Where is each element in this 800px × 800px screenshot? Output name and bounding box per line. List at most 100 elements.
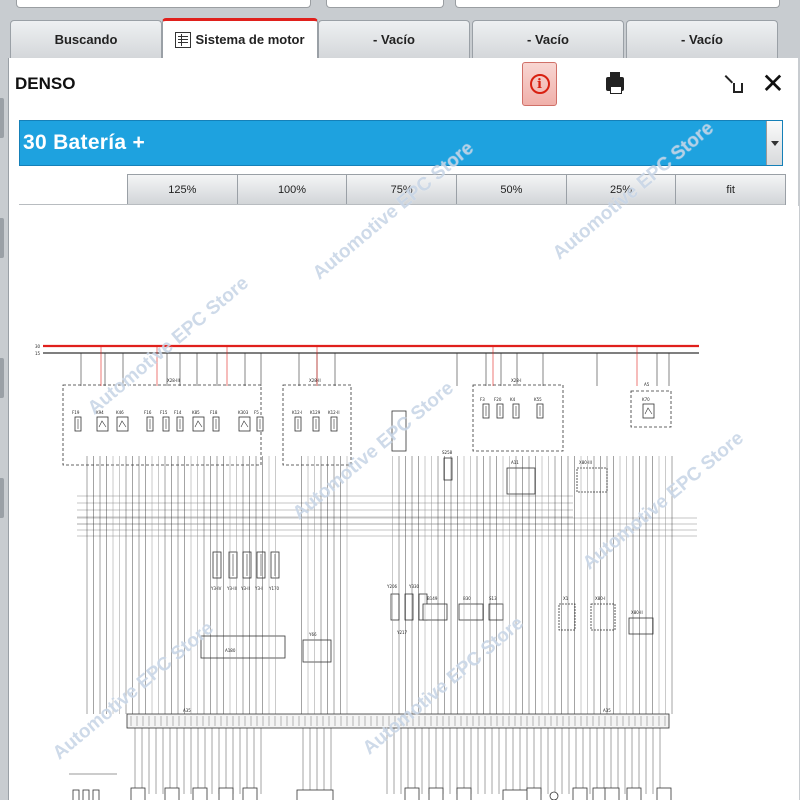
component-label: X80-III	[579, 460, 592, 465]
resistor-symbol	[92, 789, 100, 800]
connector-symbol	[558, 603, 576, 631]
relay-label: K85	[192, 410, 200, 415]
sensor-symbol	[164, 787, 180, 800]
zoom-50-button[interactable]: 50%	[456, 174, 567, 205]
fuse-label: F16	[144, 410, 152, 415]
top-field-left[interactable]	[16, 0, 311, 8]
zoom-100-button[interactable]: 100%	[236, 174, 348, 205]
fuse-label: F19	[72, 410, 80, 415]
chevron-down-icon[interactable]	[766, 121, 782, 165]
sensor-symbol	[422, 603, 448, 621]
connector-group	[472, 384, 564, 452]
left-sidebar	[0, 58, 8, 800]
printer-icon	[606, 72, 624, 94]
circuit-select[interactable]: 30 Batería +	[19, 120, 783, 166]
connector-group	[282, 384, 352, 466]
connector-group-label: A5	[644, 382, 650, 387]
injector-label: Y3-I	[254, 586, 263, 591]
sensor-symbol	[456, 787, 472, 800]
connector-group	[630, 390, 672, 428]
fuse-label: K129	[310, 410, 321, 415]
relay-label: K94	[96, 410, 104, 415]
switch-symbol	[391, 410, 407, 452]
print-button[interactable]	[603, 72, 627, 96]
fuse-label: K4	[510, 397, 516, 402]
sidebar-handle[interactable]	[0, 98, 4, 138]
zoom-fit-button[interactable]: fit	[675, 174, 787, 205]
info-icon: i	[529, 74, 550, 94]
fuse-label: F5	[254, 410, 259, 415]
fuse-label: K12-II	[328, 410, 340, 415]
connector-group-label: X28-III	[167, 378, 180, 383]
top-field-right[interactable]	[455, 0, 780, 8]
component-label: X80-II	[631, 610, 643, 615]
component-label: Y66	[308, 632, 317, 637]
tab-label: - Vacío	[373, 32, 415, 47]
zoom-75-button[interactable]: 75%	[346, 174, 458, 205]
circuit-select-value: 30 Batería +	[23, 131, 146, 154]
relay-symbol	[116, 416, 129, 432]
component-label: A11	[511, 460, 519, 465]
sidebar-handle[interactable]	[0, 218, 4, 258]
sensor-symbol	[488, 603, 504, 621]
connector-group-label: X28-I	[511, 378, 521, 383]
sensor-symbol	[404, 593, 414, 621]
sensor-symbol	[130, 787, 146, 800]
zoom-25-button[interactable]: 25%	[565, 174, 677, 205]
top-field-middle[interactable]	[326, 0, 444, 8]
tab-label: - Vacío	[527, 32, 569, 47]
injector-label: Y170	[268, 586, 280, 591]
connector-symbol	[628, 617, 654, 635]
module-box	[302, 639, 332, 663]
injector-label: Y3-IV	[210, 586, 222, 591]
tab-label: Buscando	[54, 32, 118, 47]
info-button[interactable]: i	[522, 62, 557, 106]
wiring-diagram-icon	[175, 31, 192, 48]
relay-label: K303	[238, 410, 249, 415]
zoom-125-button[interactable]: 125%	[127, 174, 238, 205]
sensor-symbol	[242, 787, 258, 800]
top-strip	[0, 0, 800, 14]
component-label: A180	[225, 648, 236, 653]
connector-symbol	[590, 603, 616, 631]
component-label: Y206	[386, 584, 398, 589]
tab-bar: Buscando Sistema de motor - Vacío - Vací…	[0, 18, 800, 58]
restore-window-icon	[724, 75, 744, 93]
component-label: S13	[489, 596, 497, 601]
zoom-toolbar: 125% 100% 75% 50% 25% fit	[127, 174, 787, 205]
sidebar-handle[interactable]	[0, 478, 4, 518]
tab-sistema-de-motor[interactable]: Sistema de motor	[162, 18, 318, 58]
relay-label: K70	[642, 397, 650, 402]
component-label: Y217	[396, 630, 408, 635]
generator-symbol	[549, 791, 559, 800]
ecu-connector	[126, 713, 670, 729]
component-label: Y330	[408, 584, 420, 589]
rail-label: 15	[35, 351, 41, 356]
rail-label: 30	[35, 344, 41, 349]
sensor-symbol	[604, 787, 620, 800]
relay-symbol	[642, 403, 655, 419]
relay-symbol	[96, 416, 109, 432]
injector-label: Y3-III	[226, 586, 237, 591]
relay-symbol	[192, 416, 205, 432]
resistor-symbol	[82, 789, 90, 800]
tab-vacio-2[interactable]: - Vacío	[472, 20, 624, 58]
sensor-symbol	[390, 593, 400, 621]
injector-label: Y3-II	[240, 586, 250, 591]
connector-group-label: X28-II	[309, 378, 321, 383]
relay-coil	[644, 407, 653, 415]
sidebar-handle[interactable]	[0, 358, 4, 398]
fuse-label: F3	[480, 397, 485, 402]
diagram-panel: DENSO i ✕ 30 Batería + 125% 100% 75% 50%…	[8, 58, 799, 800]
tab-vacio-1[interactable]: - Vacío	[318, 20, 470, 58]
panel-header: DENSO i ✕	[9, 58, 799, 112]
tab-label: - Vacío	[681, 32, 723, 47]
tab-vacio-3[interactable]: - Vacío	[626, 20, 778, 58]
restore-button[interactable]	[723, 72, 747, 96]
close-button[interactable]: ✕	[761, 70, 785, 98]
component-label: X1	[563, 596, 569, 601]
tab-buscando[interactable]: Buscando	[10, 20, 162, 58]
sensor-symbol	[404, 787, 420, 800]
